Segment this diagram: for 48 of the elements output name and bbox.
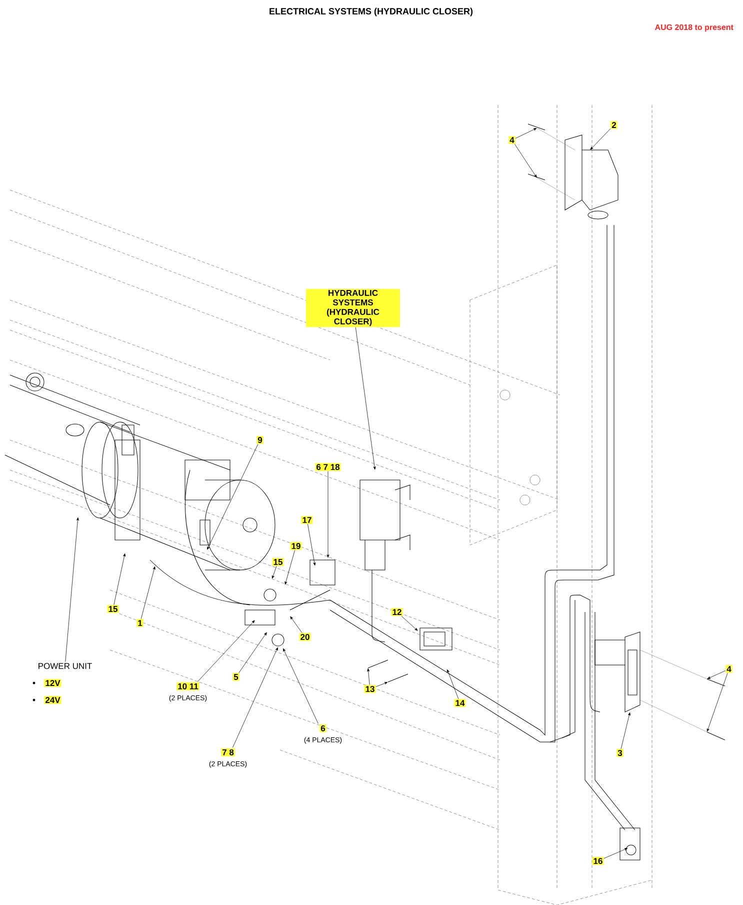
leader-line (376, 682, 388, 687)
leader-line (272, 566, 277, 579)
leader-line (355, 327, 376, 470)
callout-number: 5 (232, 673, 240, 681)
leader-line (308, 524, 316, 566)
leader-line (707, 670, 726, 679)
leader-line (284, 550, 295, 585)
part-label: POWER UNIT (38, 663, 92, 669)
callout-number: 1 (136, 619, 144, 627)
callout-number: 9 (256, 436, 264, 444)
date-note: AUG 2018 to present (654, 24, 734, 32)
leader-line (232, 647, 278, 748)
callout-number: 3 (616, 749, 624, 758)
callout-number: 12 (391, 608, 403, 616)
leader-line (604, 848, 628, 859)
variant-label: 12V (44, 679, 62, 687)
callout-number: 19 (290, 542, 302, 550)
variant-label: 24V (44, 696, 62, 704)
title: ELECTRICAL SYSTEMS (HYDRAULIC CLOSER) (270, 8, 473, 16)
leader-line (207, 444, 258, 550)
callout-label: HYDRAULIC SYSTEMS (HYDRAULIC CLOSER) (306, 288, 400, 328)
leader-line (401, 616, 418, 631)
leader-line (326, 471, 330, 558)
leader-line (706, 672, 728, 732)
callout-number: 20 (299, 633, 311, 642)
leader-line (283, 648, 318, 724)
leader-line (447, 669, 459, 700)
leader-line (620, 712, 630, 749)
leader-line (197, 620, 255, 682)
leader-line (590, 128, 611, 150)
leader-line (140, 566, 156, 620)
leader-line (290, 616, 302, 633)
leader-line (514, 144, 537, 178)
callout-number: 14 (454, 699, 466, 707)
callout-number: 6 7 18 (315, 463, 341, 472)
leader-line (515, 128, 537, 138)
callout-number: 13 (364, 685, 376, 694)
leader-line (65, 517, 79, 662)
callout-number: 16 (592, 857, 604, 866)
leader-line (238, 632, 267, 674)
leader-line (114, 553, 126, 606)
callout-number: 2 (610, 121, 618, 129)
leader-line (367, 668, 370, 685)
callout-number: 4 (726, 665, 732, 673)
callout-number: 17 (301, 516, 313, 524)
callout-number: 15 (107, 605, 119, 613)
callout-number: 15 (272, 558, 284, 566)
callout-number: 4 (508, 136, 516, 144)
